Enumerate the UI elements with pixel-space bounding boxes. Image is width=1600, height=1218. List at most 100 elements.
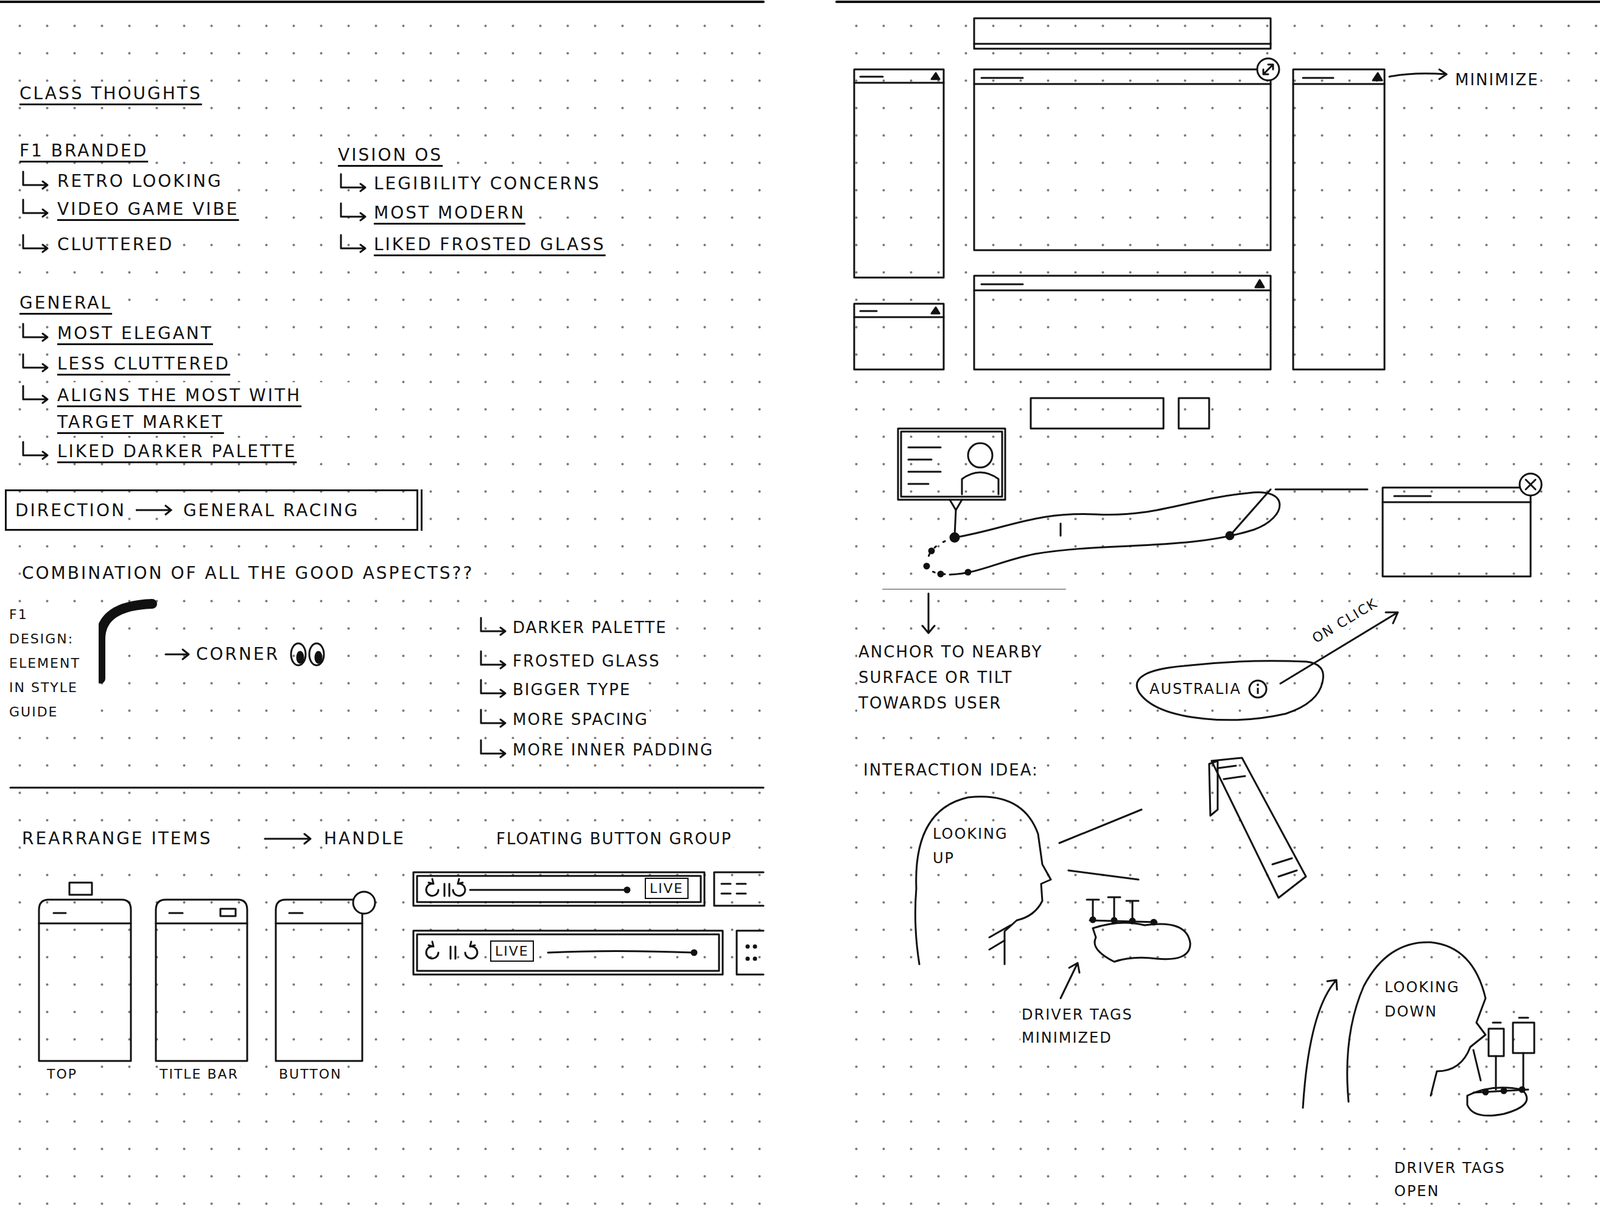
panel-wireframe <box>1263 64 1274 75</box>
window-sketch <box>275 913 363 924</box>
note-label: TITLE BAR <box>158 1065 240 1084</box>
note-label: BIGGER TYPE <box>511 678 632 701</box>
floating-button-bar <box>450 946 456 959</box>
info-icon <box>1249 680 1267 698</box>
panel-wireframe <box>1257 58 1280 81</box>
head-looking-up <box>915 796 1051 965</box>
driver-card <box>901 431 1003 497</box>
floating-button-bar <box>547 951 695 954</box>
floating-button-bar <box>426 879 439 897</box>
note-label: CLUTTERED <box>56 233 175 256</box>
floating-button-bar <box>746 945 749 948</box>
floating-button-bar <box>413 872 764 975</box>
hook-arrow <box>480 651 506 669</box>
track-map <box>1525 479 1536 490</box>
floating-button-bar <box>746 957 749 961</box>
head-looking-down <box>1519 1087 1525 1093</box>
hook-arrow <box>480 617 506 636</box>
track-map <box>929 548 934 554</box>
panel-wireframe <box>1293 77 1385 85</box>
page-edge <box>836 0 1600 4</box>
floating-button-bar <box>413 872 705 906</box>
window-sketch <box>38 913 131 924</box>
note-label: INTERACTION IDEA: <box>862 759 1040 782</box>
window-sketch <box>275 899 363 1062</box>
head-looking-down <box>1488 1028 1504 1057</box>
note-label: MORE INNER PADDING <box>511 739 715 762</box>
info-icon <box>1247 678 1269 700</box>
panel-wireframe <box>854 69 944 278</box>
track-map <box>882 588 1066 590</box>
location-blob: AUSTRALIA <box>1122 653 1327 725</box>
track-map <box>954 510 956 536</box>
driver-card <box>898 428 1006 511</box>
note-label: DARKER PALETTE <box>511 616 669 639</box>
panel-wireframe <box>974 275 1271 370</box>
track-map <box>1382 487 1531 577</box>
head-looking-up <box>1059 809 1142 880</box>
note-label: LEGIBILITY CONCERNS <box>372 172 603 195</box>
page-heading: CLASS THOUGHTS <box>18 82 204 105</box>
driver-card <box>949 499 962 511</box>
window-sketch <box>155 913 248 924</box>
corner-element <box>291 643 306 666</box>
head-looking-up <box>915 757 1306 999</box>
note-label: VIDEO GAME VIBE <box>56 198 241 221</box>
panel-wireframe <box>974 284 1271 291</box>
floating-button-bar <box>753 957 757 961</box>
floating-button-bar <box>736 930 764 975</box>
head-looking-up <box>989 925 1011 950</box>
separator <box>10 787 764 790</box>
head-looking-up <box>1089 920 1157 923</box>
track-map <box>1382 496 1531 503</box>
note-label: MINIMIZE <box>1453 68 1541 91</box>
direction-box: DIRECTIONGENERAL RACING <box>4 489 419 531</box>
panel-wireframe <box>854 76 944 83</box>
floating-button-bar <box>413 930 723 975</box>
note-label: DRIVER TAGS OPEN <box>1392 1156 1530 1204</box>
arrow <box>264 834 311 844</box>
head-looking-up <box>1111 918 1117 923</box>
arrow <box>264 834 311 844</box>
head-looking-up <box>1151 919 1157 925</box>
driver-card <box>968 443 993 468</box>
hook-arrow <box>480 680 506 698</box>
floating-button-bar <box>714 872 764 906</box>
track-map <box>965 569 971 575</box>
corner-element <box>297 652 304 664</box>
panel-wireframe <box>854 311 944 318</box>
note-label: REARRANGE ITEMS <box>20 828 214 850</box>
double-border <box>420 489 423 531</box>
floating-button-bar <box>470 889 628 892</box>
window-sketch <box>38 882 376 1062</box>
driver-card <box>961 472 999 495</box>
note-label: LIKED DARKER PALETTE <box>56 440 298 463</box>
note-label: FROSTED GLASS <box>511 650 662 673</box>
head-looking-up <box>1060 963 1080 999</box>
note-label: LOOKING UP <box>931 821 1020 871</box>
note-label: MORE SPACING <box>511 708 650 731</box>
head-looking-up <box>1092 922 1191 962</box>
note-label: F1 BRANDED <box>18 140 150 162</box>
hook-arrow <box>23 235 48 253</box>
note-label: MOST ELEGANT <box>56 322 215 345</box>
track-map <box>938 571 944 577</box>
panel-wireframe <box>974 69 1271 251</box>
head-looking-up <box>1209 761 1218 816</box>
blob-outline <box>1136 661 1323 721</box>
track-map <box>1229 489 1368 536</box>
driver-card <box>908 447 941 485</box>
floating-button-bar <box>417 934 720 972</box>
panel-wireframe <box>1372 73 1383 81</box>
panel-wireframe <box>1178 398 1210 429</box>
track-map <box>949 492 1280 575</box>
track-map <box>924 563 930 569</box>
hook-arrow <box>23 442 48 460</box>
panel-wireframe <box>974 18 1271 49</box>
note-label: LESS CLUTTERED <box>56 353 232 376</box>
page-edge <box>0 1 1600 3</box>
head-looking-down <box>1302 942 1535 1116</box>
floating-button-bar <box>624 887 630 893</box>
floating-button-bar <box>417 876 701 903</box>
